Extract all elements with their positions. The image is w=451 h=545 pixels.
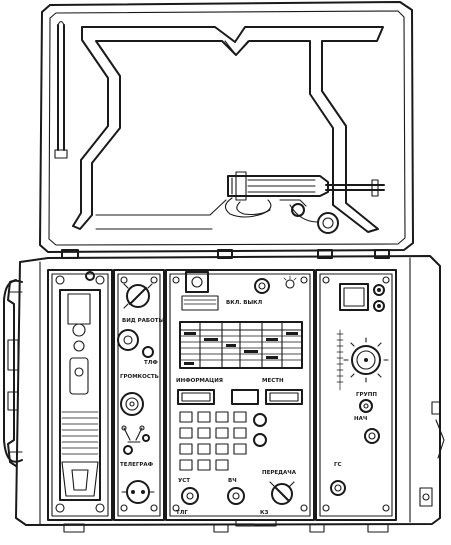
bottom-knobs	[181, 481, 295, 505]
side-handle	[3, 279, 23, 467]
screw-icon	[300, 276, 308, 284]
feet	[63, 519, 389, 533]
label-mest: МЕСТН	[262, 378, 284, 384]
label-power: ВКЛ. ВЫКЛ	[226, 300, 263, 306]
label-gs: ГС	[334, 462, 342, 468]
lid-rod	[54, 20, 68, 159]
screw-icon	[322, 504, 330, 512]
label-nach: НАЧ	[354, 416, 367, 422]
meter-window	[339, 283, 369, 311]
label-info: ИНФОРМАЦИЯ	[176, 378, 223, 384]
mode-panel: ВИД РАБОТЫ ТЛФ ГРОМКОСТЬ ТЕЛЕГРАФ	[113, 269, 165, 521]
group-knob-icon	[359, 399, 373, 413]
display-window	[265, 389, 303, 405]
ribbed-grip	[61, 411, 99, 455]
screw-icon	[382, 504, 390, 512]
screw-icon	[382, 276, 390, 284]
label-grupp: ГРУПП	[356, 392, 377, 398]
label-vch: ВЧ	[228, 478, 237, 484]
keypad-panel: ВКЛ. ВЫКЛ ИНФОРМАЦИЯ	[165, 269, 315, 521]
screw-icon	[95, 503, 105, 513]
connector-icon	[330, 480, 346, 496]
label-telegraph: ТЕЛЕГРАФ	[120, 462, 154, 468]
lower-knob-icon	[364, 428, 380, 444]
lid	[39, 1, 414, 259]
frequency-dial-icon	[343, 337, 389, 383]
lid-frame	[72, 26, 384, 233]
screw-icon	[300, 504, 308, 512]
label-kz: КЗ	[260, 510, 268, 516]
code-table	[179, 321, 303, 369]
screw-icon	[322, 276, 330, 284]
screw-icon	[120, 504, 128, 512]
screw-icon	[172, 276, 180, 284]
keypad	[179, 411, 247, 471]
telegraph-switches-icon	[121, 425, 150, 455]
scale-strip	[336, 329, 344, 391]
label-tlf: ТЛФ	[144, 360, 158, 366]
label-mode: ВИД РАБОТЫ	[122, 318, 165, 324]
screw-icon	[120, 276, 128, 284]
screw-icon	[150, 504, 158, 512]
small-knob-icon	[373, 300, 385, 312]
screw-icon	[55, 503, 65, 513]
handset	[224, 171, 385, 234]
label-tlg: ТЛГ	[176, 510, 188, 516]
screw-icon	[172, 504, 180, 512]
indicator-block	[185, 271, 209, 293]
dial-panel: ГРУПП НАЧ ГС	[315, 269, 397, 521]
knob-icon	[85, 271, 95, 281]
volume-knob-icon	[117, 329, 139, 351]
screw-icon	[95, 275, 105, 285]
label-ust: УСТ	[178, 478, 190, 484]
keypad-knob-icon	[253, 413, 267, 427]
label-volume: ГРОМКОСТЬ	[120, 374, 159, 380]
lamp-icon	[285, 279, 295, 289]
right-fittings	[419, 401, 445, 507]
mode-switch-icon	[123, 283, 153, 309]
label-peredacha: ПЕРЕДАЧА	[262, 470, 297, 476]
display-window	[231, 389, 259, 405]
big-knob-icon	[120, 392, 144, 416]
screw-icon	[150, 276, 158, 284]
display-window	[177, 389, 215, 405]
body: ВИД РАБОТЫ ТЛФ ГРОМКОСТЬ ТЕЛЕГРАФ	[3, 255, 445, 533]
screw-icon	[55, 275, 65, 285]
power-compartment	[47, 269, 113, 521]
small-knob-icon	[373, 284, 385, 296]
power-switch-icon	[254, 278, 270, 294]
connector-icon	[126, 480, 150, 504]
keypad-knob-icon	[253, 433, 267, 447]
